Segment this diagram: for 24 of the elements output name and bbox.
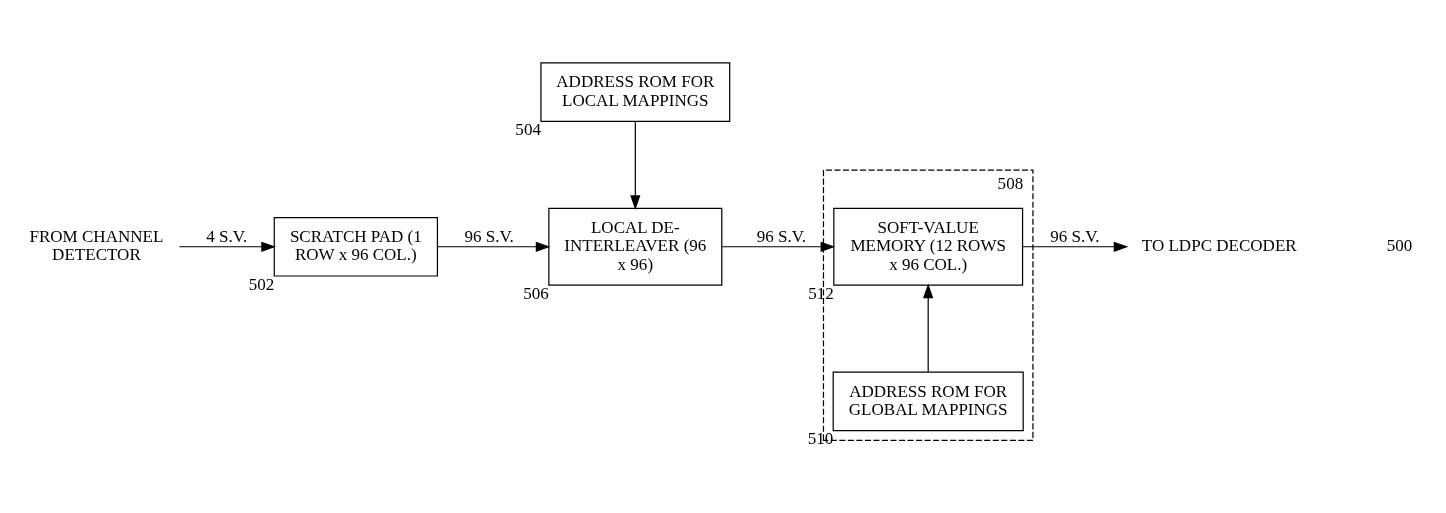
arrow <box>178 241 276 252</box>
node-box: ADDRESS ROM FOR LOCAL MAPPINGS <box>540 62 731 122</box>
node-label: 508 <box>997 173 1024 193</box>
node-label: 510 <box>807 429 834 449</box>
node-box: SCRATCH PAD (1 ROW x 96 COL.) <box>273 216 439 277</box>
node-text: TO LDPC DECODER <box>1141 236 1297 256</box>
edge-label: 4 S.V. <box>206 227 248 247</box>
arrow <box>1022 241 1129 252</box>
arrow <box>630 120 641 210</box>
edge-label: 96 S.V. <box>756 227 807 247</box>
label: 500 <box>1386 236 1413 256</box>
node-label: 502 <box>248 274 275 294</box>
node-label: 506 <box>523 283 549 303</box>
node-box: ADDRESS ROM FOR GLOBAL MAPPINGS <box>832 371 1024 432</box>
arrow <box>721 241 836 252</box>
arrow <box>436 241 551 252</box>
node-box: SOFT-VALUE MEMORY (12 ROWS x 96 COL.) <box>833 207 1024 286</box>
edge-label: 96 S.V. <box>1050 227 1100 247</box>
node-text: FROM CHANNEL DETECTOR <box>29 227 164 265</box>
node-label: 512 <box>808 283 834 303</box>
edge-label: 96 S.V. <box>464 227 514 247</box>
node-label: 504 <box>515 119 541 139</box>
node-box: LOCAL DE-INTERLEAVER (96 x 96) <box>548 207 723 286</box>
arrow <box>923 283 934 373</box>
